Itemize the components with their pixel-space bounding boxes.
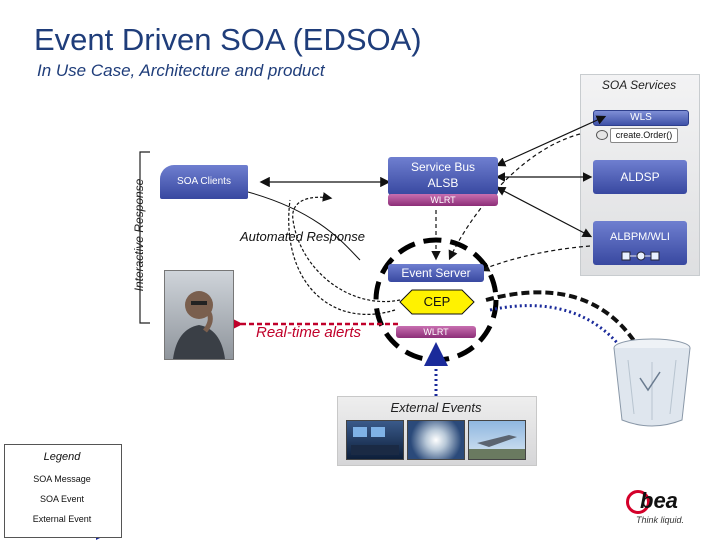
legend-item-external-event: External Event	[32, 514, 92, 524]
cep-label: CEP	[423, 294, 451, 309]
bus-wls-arrow	[495, 115, 607, 167]
service-bus-name: Service Bus	[410, 160, 476, 174]
archive-flow-1	[485, 290, 642, 352]
external-event-image-hurricane	[407, 420, 465, 460]
event-server-label: Event Server	[401, 266, 471, 280]
interactive-response-bracket	[139, 151, 150, 324]
soa-clients-box[interactable]: SOA Clients	[160, 165, 248, 199]
aldsp-label: ALDSP	[620, 170, 660, 184]
trash-can-icon	[613, 338, 691, 427]
wls-event-dashed	[448, 133, 581, 261]
service-bus-product: ALSB	[427, 176, 459, 190]
albpm-wli-label: ALBPM/WLI	[610, 231, 670, 243]
legend-title: Legend	[43, 451, 81, 463]
create-order-label: create.Order()	[615, 130, 673, 140]
operator-photo	[164, 270, 234, 360]
service-bus-box[interactable]: Service Bus ALSB	[388, 157, 498, 195]
external-events-label: External Events	[390, 400, 482, 415]
external-event-image-airport	[468, 420, 526, 460]
wls-label: WLS	[630, 112, 652, 123]
automated-response-curve-2	[288, 199, 396, 315]
service-bus-runtime-label: WLRT	[430, 195, 456, 205]
page-subtitle: In Use Case, Architecture and product	[37, 61, 325, 80]
legend-item-soa-event: SOA Event	[39, 494, 85, 504]
interactive-response-label: Interactive Response	[132, 178, 146, 292]
cep-shape	[399, 289, 475, 315]
bus-albpm-arrow	[495, 186, 593, 238]
bea-logo-wordmark: bea	[640, 488, 678, 513]
event-server-runtime-label: WLRT	[423, 327, 449, 337]
bea-logo-tagline: Think liquid.	[636, 515, 685, 525]
archive-flow-2	[489, 304, 632, 361]
process-flow-icon	[621, 249, 661, 261]
service-bus-runtime-bar: WLRT	[388, 194, 498, 206]
page-title: Event Driven SOA (EDSOA)	[34, 22, 422, 57]
event-server-runtime-bar: WLRT	[396, 326, 476, 338]
legend-item-soa-message: SOA Message	[33, 474, 91, 484]
clients-loop	[247, 191, 361, 261]
external-event-image-control-room	[346, 420, 404, 460]
albpm-event-dashed	[479, 245, 591, 272]
bea-logo-ring-icon	[626, 490, 650, 514]
soa-services-label: SOA Services	[601, 78, 677, 92]
legend-box	[4, 444, 122, 538]
automated-response-label: Automated Response	[240, 229, 366, 244]
aldsp-box[interactable]: ALDSP	[593, 160, 687, 194]
soa-clients-label: SOA Clients	[177, 176, 231, 187]
automated-response-curve	[292, 192, 401, 303]
create-order-operation[interactable]: create.Order()	[610, 128, 678, 143]
realtime-alerts-label: Real-time alerts	[256, 324, 362, 341]
event-server-box[interactable]: Event Server	[388, 264, 484, 282]
